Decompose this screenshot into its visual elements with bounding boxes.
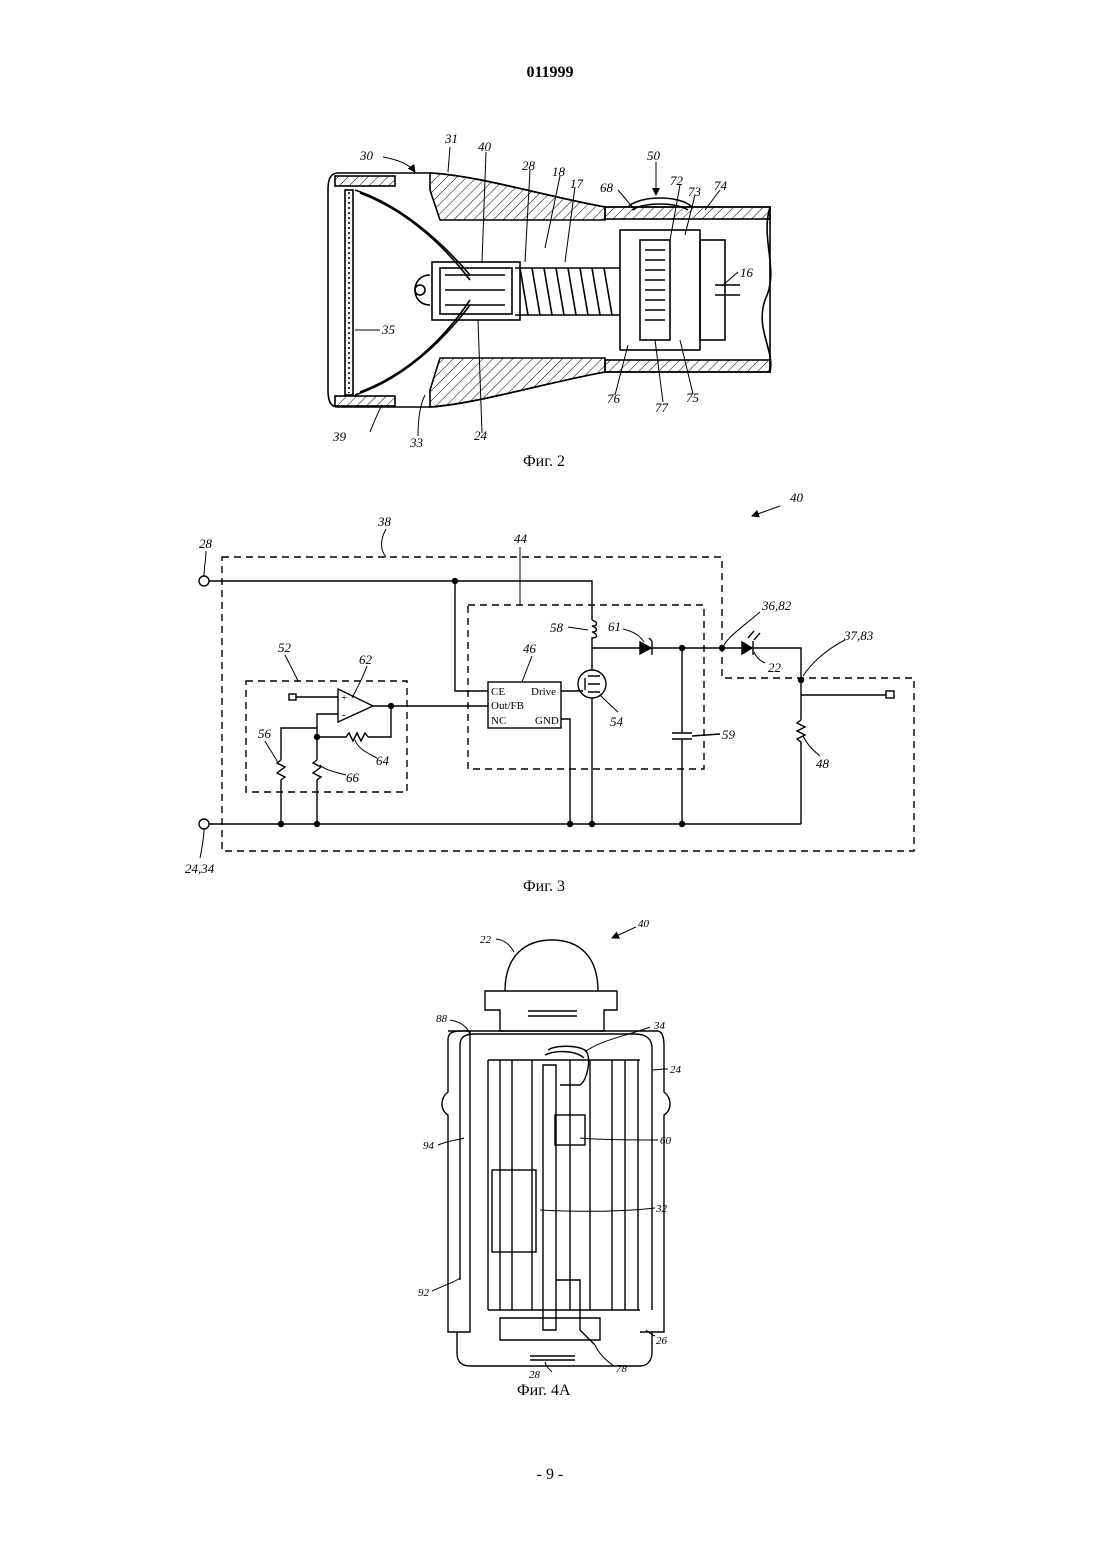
ref-58: 58 [550,620,564,635]
ref-30: 30 [359,148,374,163]
bulb [415,275,430,305]
spring [515,268,620,315]
terminal-28 [199,576,209,586]
figure-3-circuit [199,557,914,851]
ref-62: 62 [359,652,373,667]
inductor-58 [592,620,597,648]
resistor-48 [797,720,805,824]
ref-36-82: 36,82 [761,598,792,613]
ref-22-dome: 22 [480,934,492,946]
diode-61 [640,642,651,654]
opamp-plus: + [341,692,347,704]
pin-out-fb: Out/FB [491,700,524,712]
module-boundary-38 [222,557,914,851]
terminal-24-34 [199,819,209,829]
figure-3-labels: 40 38 44 28 24,34 52 62 46 58 61 36,82 3… [185,490,874,895]
ref-18: 18 [552,164,566,179]
circuit-board-32 [492,1170,536,1252]
ref-32: 32 [655,1203,668,1215]
figure-3-caption: Фиг. 3 [523,878,565,895]
led-dome [505,940,598,991]
ref-88: 88 [436,1013,448,1025]
output-terminal [886,691,894,698]
ref-44: 44 [514,531,528,546]
ref-48: 48 [816,756,830,771]
ref-76: 76 [607,391,621,406]
figure-2-caption: Фиг. 2 [523,453,565,470]
reference-input [289,694,296,700]
ref-40-module: 40 [638,918,650,930]
ref-22-led: 22 [768,660,782,675]
ref-17: 17 [570,176,584,191]
ref-77: 77 [655,400,669,415]
resistor-64 [317,733,368,741]
ref-56: 56 [258,726,272,741]
ref-33: 33 [409,435,424,450]
ref-35: 35 [381,322,396,337]
page-number: - 9 - [0,1466,1100,1484]
ref-28-bottom: 28 [529,1369,541,1381]
figure-4a-labels: 40 22 88 34 24 94 60 32 92 26 28 78 Фиг.… [418,918,682,1399]
pin-gnd: GND [535,715,559,727]
opamp-minus: - [342,709,346,721]
lamp-module [432,262,520,320]
figure-4a-module [442,940,670,1366]
ref-75: 75 [686,390,700,405]
capacitor-59 [672,648,692,824]
ref-24: 24 [474,428,488,443]
ref-28: 28 [522,158,536,173]
ref-52: 52 [278,640,292,655]
figure-4a-caption: Фиг. 4А [517,1382,571,1399]
ref-72: 72 [670,173,684,188]
ref-59: 59 [722,727,736,742]
ref-61: 61 [608,619,621,634]
ref-31: 31 [444,131,458,146]
ref-40: 40 [478,139,492,154]
ref-28-terminal: 28 [199,536,213,551]
ref-64: 64 [376,753,390,768]
ref-50: 50 [647,148,661,163]
pin-drive: Drive [531,686,556,698]
ref-92: 92 [418,1287,430,1299]
switch-button [628,198,692,207]
figure-2-leaders [355,147,738,436]
ref-46: 46 [523,641,537,656]
ref-24-34-terminal: 24,34 [185,861,215,876]
led-22 [742,642,752,654]
ref-94: 94 [423,1140,435,1152]
outer-housing [442,1031,470,1332]
pin-nc: NC [491,715,506,727]
ref-73: 73 [688,184,702,199]
ref-74: 74 [714,178,728,193]
ref-68: 68 [600,180,614,195]
ref-34: 34 [653,1020,666,1032]
ref-39: 39 [332,429,347,444]
figure-4a-leaders [432,927,668,1372]
ref-66: 66 [346,770,360,785]
ref-38: 38 [377,514,392,529]
ref-24-housing: 24 [670,1064,682,1076]
ref-26: 26 [656,1335,668,1347]
figure-2-flashlight-section [328,173,771,407]
figure-3-leaders [200,506,845,858]
ref-40-circuit: 40 [790,490,804,505]
ref-16: 16 [740,265,754,280]
ref-37-83: 37,83 [843,628,874,643]
pin-ce: CE [491,686,505,698]
ref-78: 78 [616,1363,628,1375]
ref-60: 60 [660,1135,672,1147]
head-wall-bottom [430,358,605,407]
ref-54: 54 [610,714,624,729]
